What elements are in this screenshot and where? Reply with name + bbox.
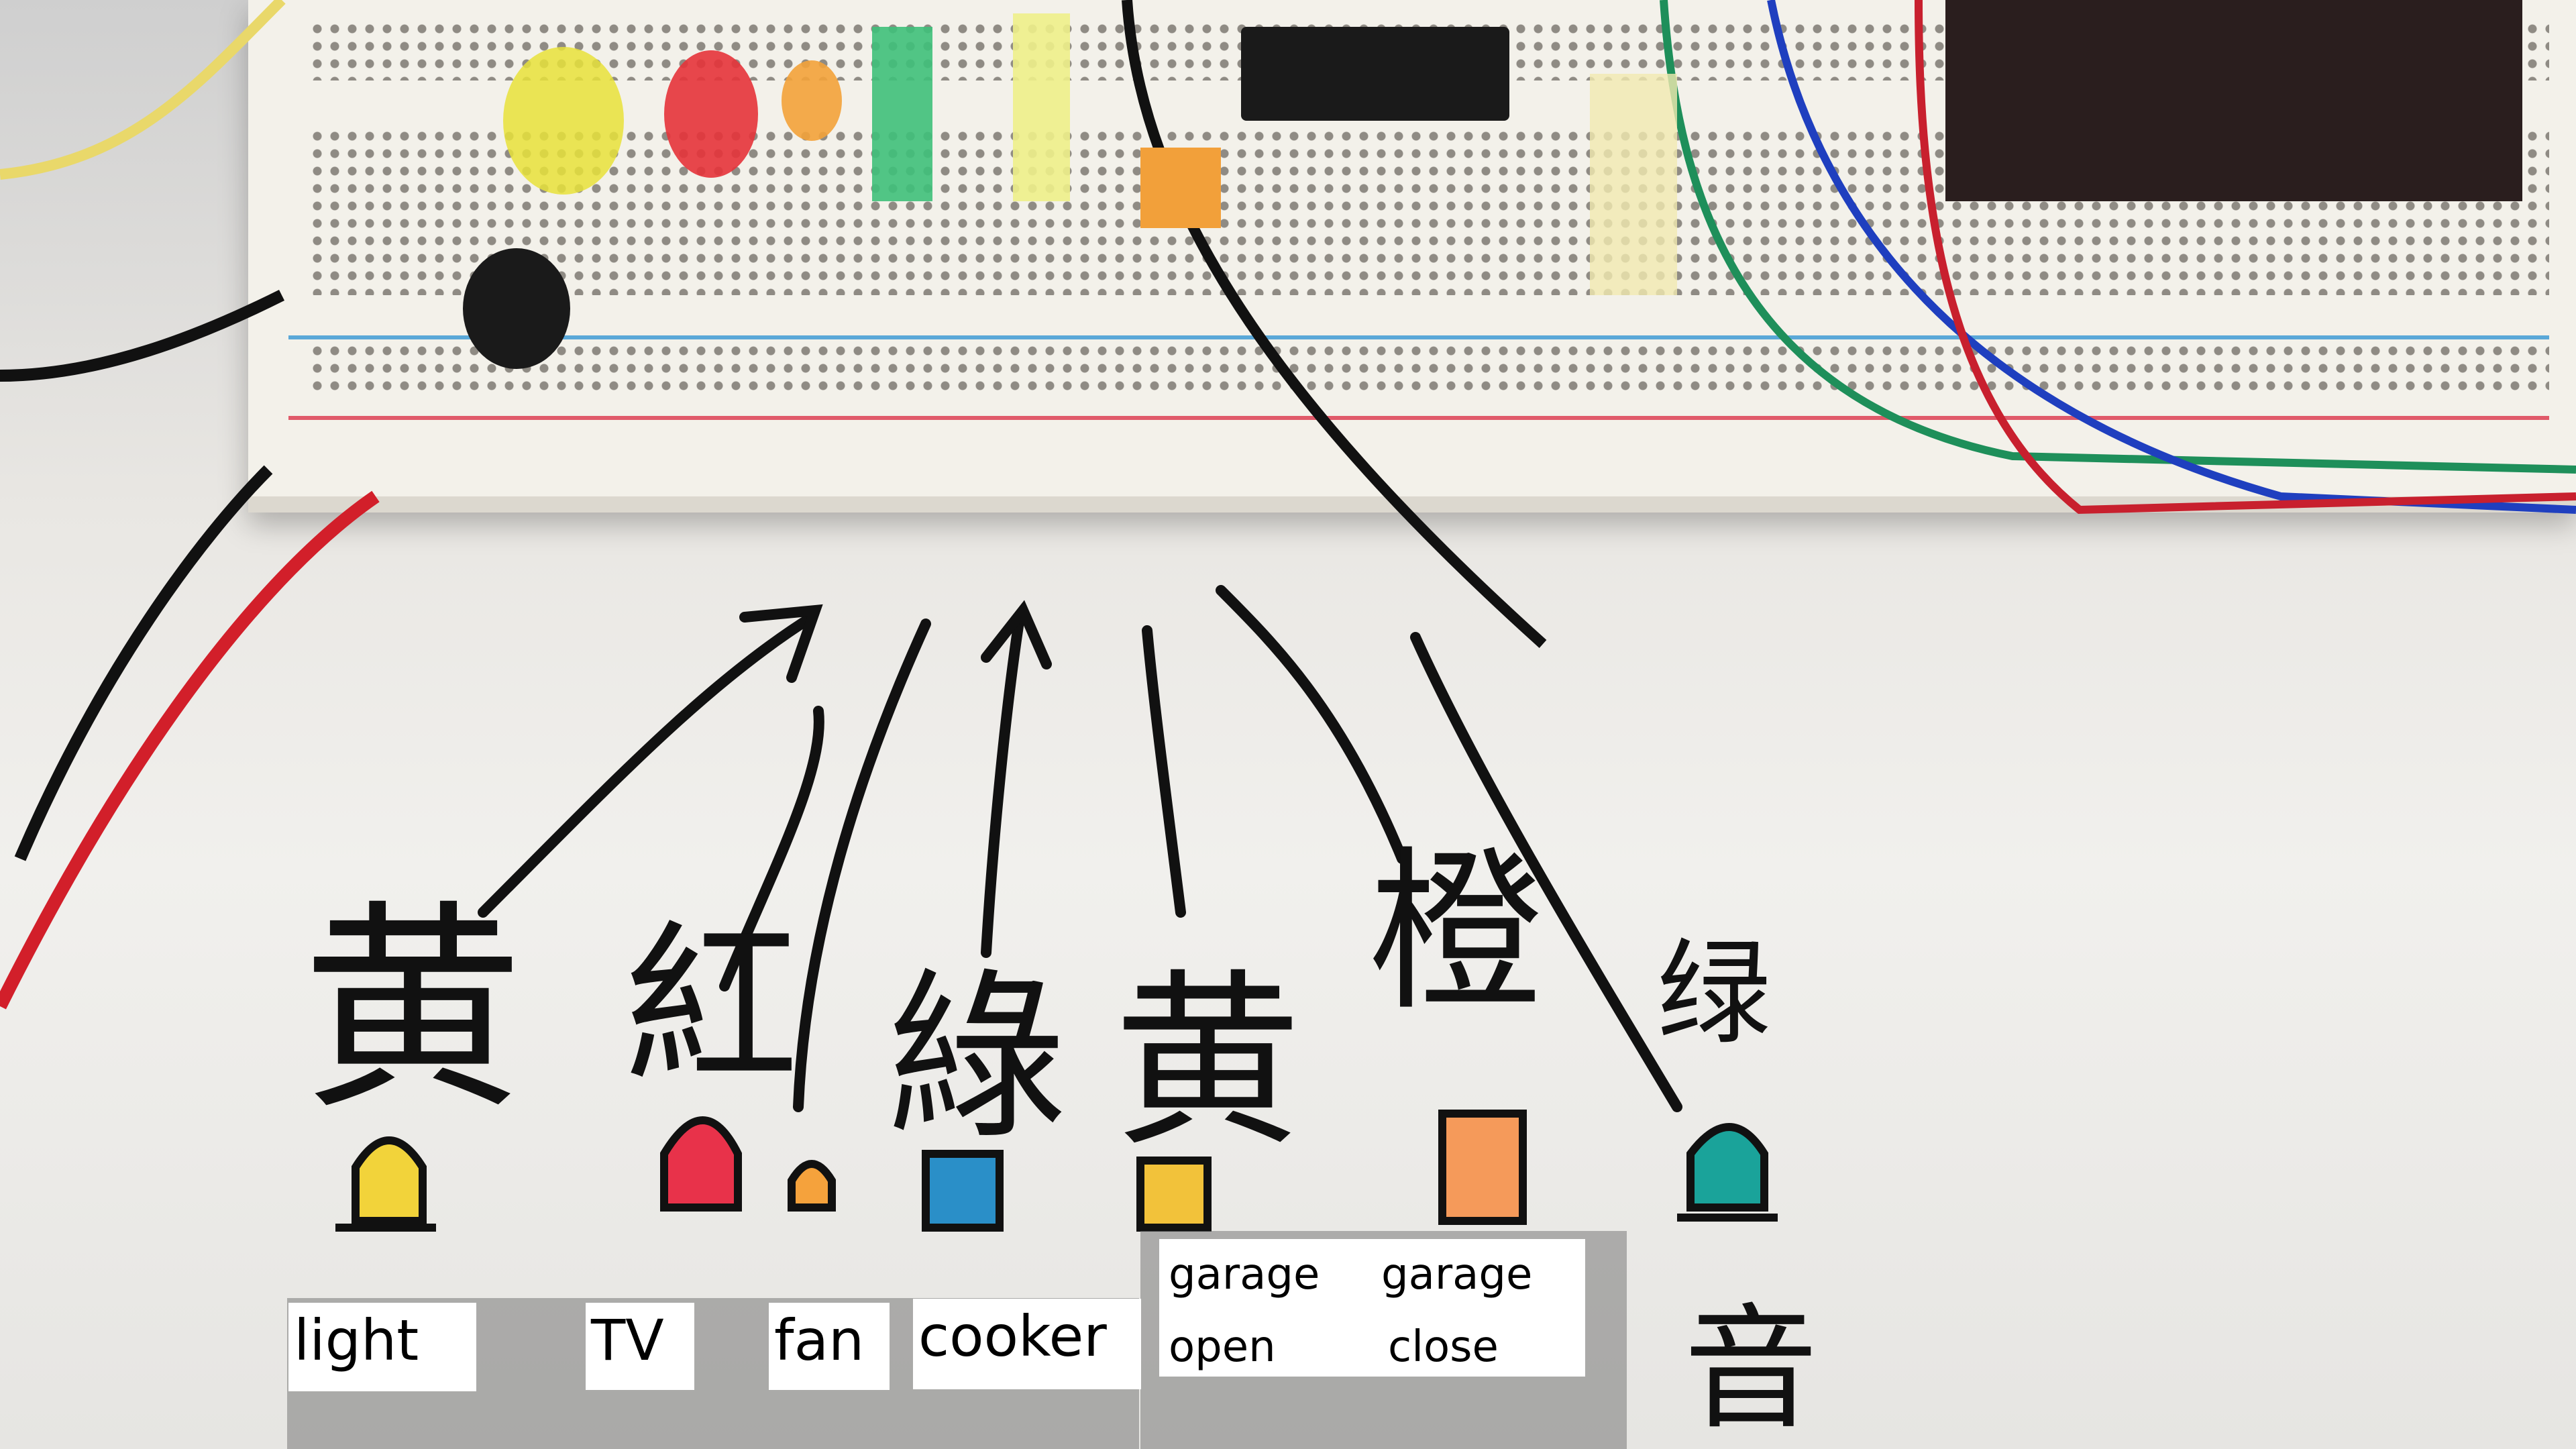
hanzi-sound: 音: [1684, 1291, 1818, 1448]
seven-segment-display: [1945, 0, 2522, 201]
label-garage-open-line2: open: [1169, 1322, 1276, 1372]
drawn-red-led-icon: [660, 1116, 742, 1212]
label-garage-close-line1: garage: [1381, 1250, 1533, 1299]
hanzi-yellow-2: 黄: [1114, 953, 1301, 1172]
drawn-green-square-icon: [922, 1150, 1004, 1232]
capacitor: [463, 248, 570, 369]
breadboard: [248, 0, 2576, 513]
blue-rail: [288, 335, 2549, 339]
hanzi-orange: 橙: [1368, 832, 1543, 1034]
arrow-orange-2: [1216, 585, 1407, 864]
arrow-yellow-1: [478, 612, 817, 918]
drawn-orange-rect-icon: [1438, 1110, 1527, 1225]
drawn-orange-led-icon: [788, 1160, 836, 1212]
black-jumper-wire: [1122, 0, 1547, 648]
arrows: [478, 585, 1682, 1112]
yellow-wire: [0, 0, 286, 180]
black-wire: [0, 289, 285, 382]
green-led: [872, 27, 932, 201]
black-wire-2: [14, 465, 273, 861]
label-fan: fan: [769, 1303, 890, 1390]
red-wire: [0, 490, 380, 1010]
arrow-green: [981, 612, 1025, 958]
red-jumper-wire: [1915, 0, 2576, 515]
garage-label-box: [1159, 1239, 1585, 1377]
label-garage-open-line1: garage: [1169, 1250, 1320, 1299]
hanzi-green-1: 綠: [885, 952, 1067, 1163]
orange-component: [1140, 148, 1221, 228]
arrowhead-green: [981, 600, 1052, 669]
label-light: light: [288, 1303, 476, 1391]
drawn-yellow-led-icon: [352, 1136, 427, 1225]
arrow-red: [719, 706, 824, 991]
red-led: [664, 50, 758, 178]
arrow-orange: [793, 619, 931, 1112]
blue-jumper-wire: [1767, 0, 2576, 514]
ic-chip: [1241, 27, 1509, 121]
hanzi-yellow-1: 黄: [302, 881, 523, 1139]
film-capacitor: [1590, 74, 1677, 295]
hanzi-green-2: 绿: [1657, 928, 1771, 1061]
hanzi-red: 紅: [624, 906, 798, 1108]
arrow-yellow-2: [1142, 625, 1186, 918]
green-jumper-wire: [1660, 0, 2576, 474]
arrowhead-1: [739, 604, 823, 683]
drawn-teal-led-icon: [1686, 1123, 1768, 1212]
red-rail: [288, 416, 2549, 420]
arrow-sound: [1410, 632, 1682, 1112]
label-garage-close-line2: close: [1388, 1322, 1499, 1372]
label-cooker: cooker: [913, 1299, 1141, 1389]
yellow-led: [503, 47, 624, 195]
orange-led: [782, 60, 842, 141]
label-tv: TV: [586, 1303, 694, 1390]
yellow-square-led: [1013, 13, 1070, 201]
drawn-led-icons: [335, 1110, 1778, 1232]
breadboard-power-holes: [309, 342, 2549, 396]
drawn-yellow-square-icon: [1136, 1157, 1212, 1232]
